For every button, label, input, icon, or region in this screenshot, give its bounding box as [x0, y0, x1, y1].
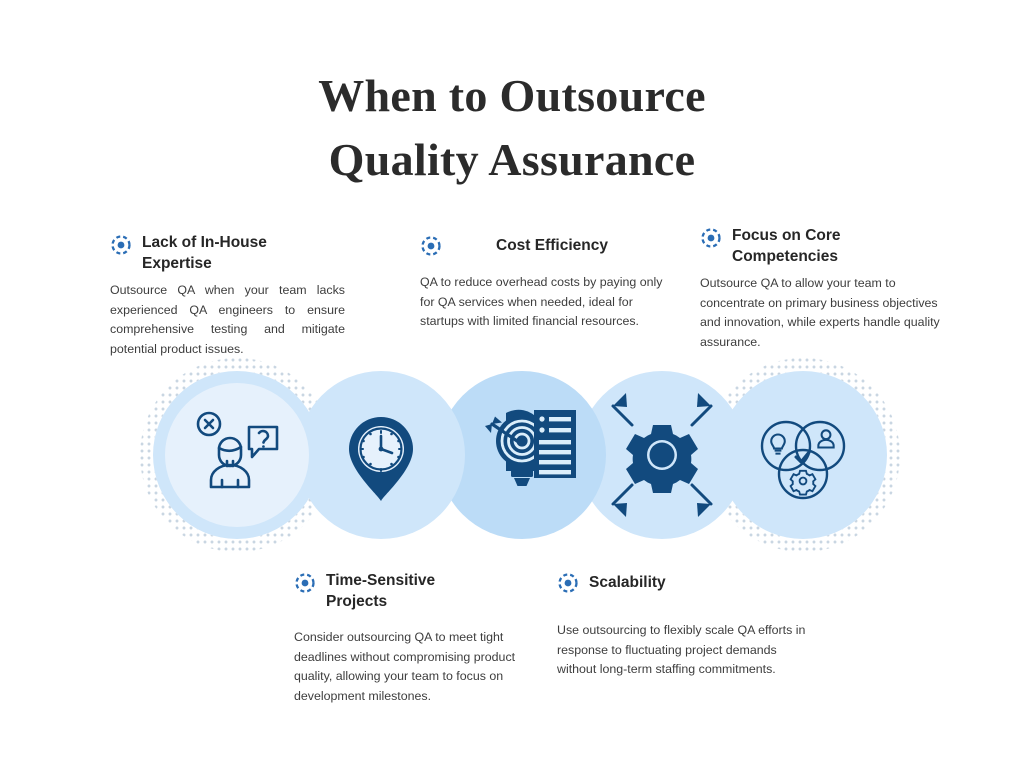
feature-card-body: Consider outsourcing QA to meet tight de…	[294, 630, 516, 703]
page-title-line-1: When to Outsource	[318, 70, 706, 121]
page-title-line-2: Quality Assurance	[328, 134, 696, 185]
dashed-ring-dot-icon	[420, 235, 442, 257]
feature-card-title: Focus on Core Competencies	[732, 227, 841, 265]
gear-expand-arrows-icon	[611, 393, 713, 517]
person-question-error-icon	[196, 411, 279, 489]
feature-card-header: Lack of In-House Expertise	[110, 232, 345, 274]
feature-card-title: Scalability	[589, 573, 666, 591]
feature-card-title: Time-Sensitive Projects	[326, 572, 436, 610]
feature-card-scalability: Scalability Use outsourcing to flexibly …	[557, 570, 807, 680]
feature-card-title: Lack of In-House Expertise	[142, 234, 267, 272]
band-circle-1-inner	[165, 383, 309, 527]
dashed-ring-dot-icon	[557, 572, 579, 594]
venn-bulb-person-gear-icon	[760, 420, 846, 500]
feature-card-body: Outsource QA when your team lacks experi…	[110, 283, 345, 356]
feature-card-header: Focus on Core Competencies	[700, 225, 955, 267]
icon-circle-band	[140, 358, 900, 553]
feature-card-focus-on-core-competencies: Focus on Core Competencies Outsource QA …	[700, 225, 955, 352]
page-title: When to Outsource Quality Assurance	[0, 64, 1024, 192]
lightbulb-target-checklist-icon	[485, 409, 576, 486]
band-circle-5	[719, 371, 887, 539]
feature-card-header: Scalability	[557, 570, 807, 594]
feature-card-lack-of-in-house-expertise: Lack of In-House Expertise Outsource QA …	[110, 232, 345, 359]
feature-card-body: Outsource QA to allow your team to conce…	[700, 276, 940, 349]
feature-card-body: Use outsourcing to flexibly scale QA eff…	[557, 623, 806, 676]
feature-card-title: Cost Efficiency	[496, 236, 608, 254]
location-pin-clock-icon	[349, 417, 413, 501]
feature-card-cost-efficiency: Cost Efficiency QA to reduce overhead co…	[420, 233, 678, 332]
feature-card-time-sensitive-projects: Time-Sensitive Projects Consider outsour…	[294, 570, 534, 706]
dashed-ring-dot-icon	[294, 572, 316, 594]
feature-card-body: QA to reduce overhead costs by paying on…	[420, 275, 663, 328]
dashed-ring-dot-icon	[110, 234, 132, 256]
feature-card-header: Cost Efficiency	[420, 233, 678, 257]
feature-card-header: Time-Sensitive Projects	[294, 570, 534, 612]
dashed-ring-dot-icon	[700, 227, 722, 249]
